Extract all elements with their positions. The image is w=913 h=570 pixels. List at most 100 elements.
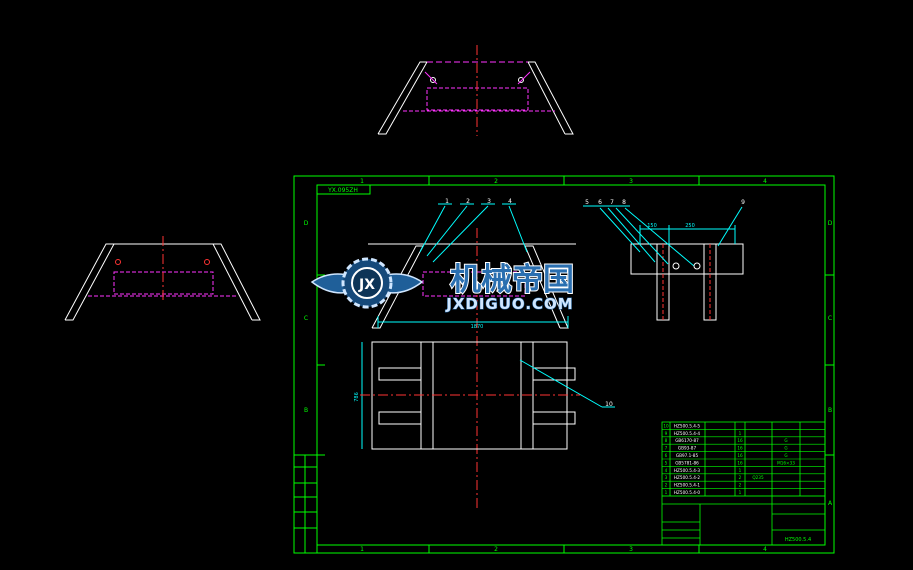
zone-row-label-right: C: [828, 315, 832, 322]
parts-cell: 10: [663, 423, 669, 428]
section-dim-150: 150: [647, 223, 657, 229]
section-view: [583, 205, 744, 321]
zone-col-label-bottom: 1: [360, 546, 364, 553]
parts-cell: Q235: [752, 475, 764, 480]
zone-col-label-bottom: 3: [629, 546, 633, 553]
callout-leaders-left: [419, 203, 528, 263]
sheet-outer-border: [293, 175, 835, 554]
logo-emblem-text: JX: [358, 277, 375, 293]
zone-row-label-right: B: [828, 407, 832, 414]
plan-view: [360, 341, 615, 450]
watermark-logo: JX 机械帝国 JXDIGUO.COM: [310, 257, 575, 314]
parts-cell: HZ500.5.4-0: [674, 490, 701, 495]
section-bolt: [672, 262, 680, 270]
logo-url-text: JXDIGUO.COM: [445, 295, 573, 313]
parts-cell: 2: [739, 475, 742, 480]
section-leader: [717, 206, 743, 247]
zone-col-label-bottom: 4: [763, 546, 767, 553]
logo-brand-text: 机械帝国: [450, 262, 574, 298]
callout-number: 5: [585, 199, 589, 206]
front-right-leg: [524, 245, 569, 329]
zone-row-label: D: [304, 220, 309, 227]
drawing-code: YX.095ZH: [327, 187, 358, 194]
section-bolt: [693, 262, 701, 270]
left-view-bolt-left: [115, 259, 121, 265]
left-view-bolt-right: [204, 259, 210, 265]
callout-numbers-left: 1 2 3 4: [445, 198, 512, 205]
parts-cell: 8: [665, 438, 668, 443]
section-leader: [599, 207, 641, 253]
top-end-view: [377, 45, 574, 136]
parts-cell: 5: [665, 460, 668, 465]
callout-number: 2: [466, 198, 470, 205]
callout-number: 1: [445, 198, 449, 205]
zone-labels: 1 2 3 4 1 2 3 4 D C B D C B A YX.095ZH: [304, 178, 833, 553]
parts-cell: 4: [665, 468, 668, 473]
parts-list-frame: [661, 421, 826, 546]
parts-cell: G: [784, 453, 787, 458]
zone-row-label: B: [304, 407, 308, 414]
parts-cell: HZ500.5.4-3: [674, 468, 701, 473]
callout-number: 4: [508, 198, 512, 205]
callout-number: 10: [605, 401, 613, 408]
top-view-bolt-marker-right: [517, 71, 531, 85]
zone-row-label: C: [304, 315, 308, 322]
section-labels: 150 250 5 6 7 8 9: [585, 199, 745, 229]
plan-arm-left-top: [378, 367, 422, 381]
parts-cell: 16: [737, 453, 743, 458]
callout-number: 8: [622, 199, 626, 206]
leader-line: [432, 205, 489, 263]
zone-row-label-right: D: [828, 220, 833, 227]
logo-gear-inner: [351, 267, 383, 299]
parts-cell: 1: [739, 490, 742, 495]
parts-cell: 1: [665, 490, 668, 495]
parts-cell: HZ500.5.4-2: [674, 475, 701, 480]
callout-number: 6: [598, 199, 602, 206]
parts-cell: 16: [737, 446, 743, 451]
parts-cell: 1: [739, 431, 742, 436]
section-dim-250: 250: [685, 223, 695, 229]
parts-cell: HZ500.5.4-5: [674, 423, 701, 428]
front-hidden-box: [422, 271, 526, 297]
zone-col-label: 2: [494, 178, 498, 185]
sheet-inner-border: [316, 184, 826, 546]
parts-cell: GB6170-87: [675, 438, 699, 443]
plan-arm-right-bottom: [532, 411, 576, 425]
leader-line: [508, 205, 528, 253]
side-strip: [293, 454, 318, 554]
zone-col-label-bottom: 2: [494, 546, 498, 553]
parts-cell: GB97.1-85: [676, 453, 699, 458]
drawing-sheet: [293, 175, 835, 554]
parts-cell: 1: [739, 468, 742, 473]
plan-height-dim: 786: [354, 392, 360, 402]
zone-col-label: 4: [763, 178, 767, 185]
top-view-right-leg: [527, 61, 574, 135]
top-view-bolt-marker-left: [424, 71, 438, 85]
parts-cell: GB5781-86: [675, 460, 699, 465]
section-leader: [624, 207, 695, 267]
parts-cell: M16×33: [777, 460, 795, 465]
parts-cell: G: [784, 438, 787, 443]
parts-cell: 2: [665, 483, 668, 488]
parts-cell: 2: [739, 483, 742, 488]
parts-cell: HZ500.5.4-4: [674, 431, 701, 436]
zone-col-label: 1: [360, 178, 364, 185]
plan-leader-10: [519, 359, 603, 408]
callout-number: 7: [610, 199, 614, 206]
main-front-view: [368, 228, 576, 510]
overall-width-dim: 1870: [471, 324, 484, 330]
parts-footer-code: HZ500.5.4: [785, 537, 811, 543]
parts-cell: 6: [665, 453, 668, 458]
section-leader: [607, 207, 656, 263]
left-end-view: [64, 236, 261, 321]
parts-cell: GB93-87: [678, 446, 697, 451]
parts-cell: 16: [737, 460, 743, 465]
parts-cell: 7: [665, 446, 668, 451]
top-view-left-leg: [377, 61, 428, 135]
top-view-bolt-right: [518, 77, 524, 83]
plan-arm-right-top: [532, 367, 576, 381]
code-box: [316, 184, 371, 195]
callout-number: 3: [487, 198, 491, 205]
parts-cell: 3: [665, 475, 668, 480]
